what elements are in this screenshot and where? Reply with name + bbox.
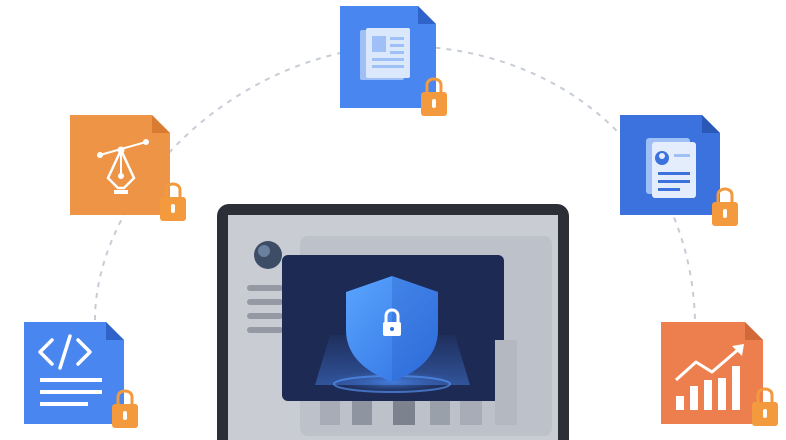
padlock-icon (160, 182, 186, 221)
laptop-icon (217, 204, 569, 440)
code-file-icon (24, 322, 138, 428)
security-shield-icon (346, 276, 438, 382)
padlock-icon (712, 187, 738, 226)
padlock-icon (112, 389, 138, 428)
contact-profile-file-icon (620, 115, 738, 226)
document-file-icon (340, 6, 447, 116)
padlock-icon (421, 77, 447, 116)
design-vector-file-icon (70, 115, 186, 221)
padlock-icon (752, 387, 778, 426)
chart-report-file-icon (661, 322, 778, 426)
